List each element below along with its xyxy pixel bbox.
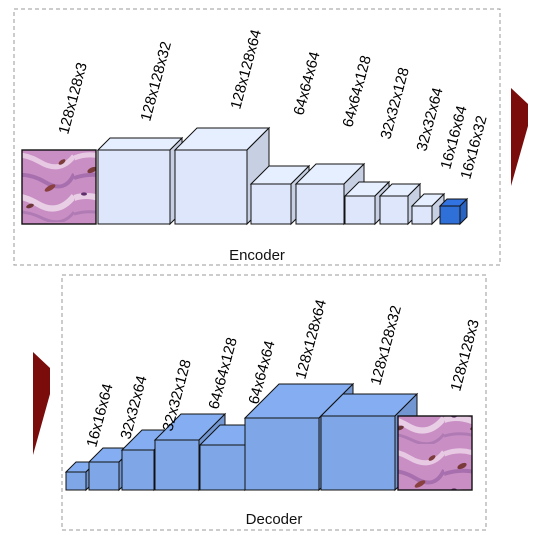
encoder-layer-block (438, 197, 469, 226)
encoder-layer-label: 64x64x128 (339, 54, 374, 129)
decoder-layer-label: 128x128x32 (367, 304, 405, 387)
input-tissue-image (21, 149, 97, 225)
encoder-layer-label: 32x32x64 (413, 86, 446, 153)
encoder-layer-block (410, 192, 446, 226)
encoder-layer-label: 128x128x64 (227, 28, 265, 111)
encoder-caption: Encoder (229, 247, 285, 264)
encoder-layer-label: 64x64x64 (290, 50, 323, 117)
decoder-layer-label: 128x128x3 (447, 318, 482, 393)
decoder-layer-label: 64x64x128 (205, 336, 240, 411)
encoder-layer-label: 128x128x32 (137, 40, 175, 123)
decoder-layer-label: 128x128x64 (292, 298, 330, 381)
encoder-layer-label: 128x128x3 (55, 61, 90, 136)
arrow-right-icon (511, 88, 528, 186)
decoder-layer-label: 16x16x64 (83, 382, 116, 449)
decoder-panel (61, 274, 487, 531)
encoder-layer-label: 32x32x128 (377, 66, 412, 141)
decoder-caption: Decoder (246, 511, 303, 528)
arrow-right-icon (33, 352, 50, 455)
output-tissue-image (397, 415, 473, 491)
encoder-layer-block (96, 136, 184, 226)
